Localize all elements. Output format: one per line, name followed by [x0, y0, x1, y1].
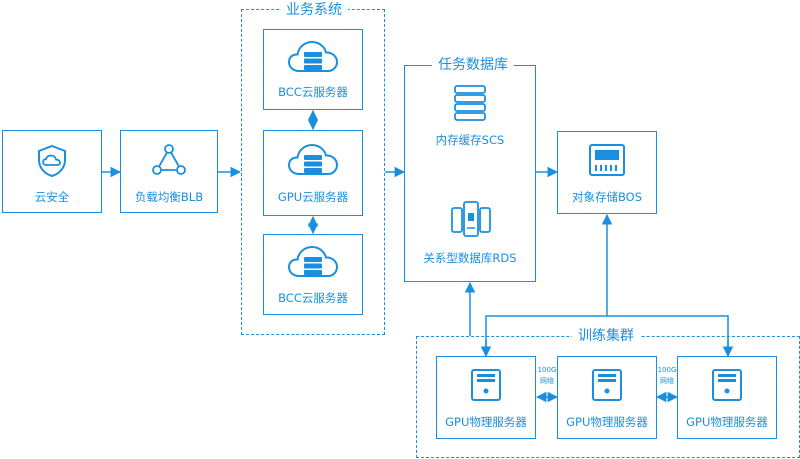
- physical-server-icon: [471, 369, 501, 401]
- cloud-server-icon: [287, 245, 339, 277]
- label-gpu-physical-2: GPU物理服务器: [566, 415, 648, 429]
- cloud-server-icon: [287, 143, 339, 175]
- label-gpu-cloud: GPU云服务器: [277, 190, 349, 204]
- group-business-label: 业务系统: [280, 2, 348, 18]
- label-load-balancer: 负载均衡BLB: [134, 190, 204, 204]
- label-gpu-physical-3: GPU物理服务器: [686, 415, 768, 429]
- node-bcc-top: BCC云服务器: [263, 29, 363, 110]
- cloud-server-icon: [287, 40, 339, 72]
- node-load-balancer: 负载均衡BLB: [120, 130, 218, 213]
- node-gpu-physical-2: GPU物理服务器: [557, 356, 657, 439]
- node-cloud-security: 云安全: [2, 130, 102, 213]
- cloud-shield-icon: [38, 144, 66, 178]
- label-bcc-bottom: BCC云服务器: [278, 291, 348, 305]
- group-taskdb-label: 任务数据库: [432, 57, 514, 73]
- network-label-2-speed: 100G: [657, 366, 677, 374]
- node-gpu-physical-1: GPU物理服务器: [436, 356, 536, 439]
- group-training-label: 训练集群: [572, 328, 640, 344]
- database-cluster-icon: [451, 201, 491, 237]
- node-gpu-cloud: GPU云服务器: [263, 130, 363, 216]
- label-gpu-physical-1: GPU物理服务器: [445, 415, 527, 429]
- label-bos: 对象存储BOS: [571, 190, 643, 204]
- physical-server-icon: [592, 369, 622, 401]
- label-cloud-security: 云安全: [34, 190, 70, 204]
- physical-server-icon: [712, 369, 742, 401]
- bus-line: [485, 315, 729, 354]
- memory-card-icon: [589, 144, 625, 176]
- server-stack-icon: [454, 85, 486, 121]
- node-gpu-physical-3: GPU物理服务器: [677, 356, 777, 439]
- network-label-1-speed: 100G: [537, 366, 557, 374]
- network-label-1-type: 网络: [540, 377, 554, 385]
- network-label-2-type: 网络: [660, 377, 674, 385]
- label-bcc-top: BCC云服务器: [278, 85, 348, 99]
- node-bcc-bottom: BCC云服务器: [263, 234, 363, 315]
- label-rds: 关系型数据库RDS: [423, 251, 517, 265]
- triangle-network-icon: [152, 144, 186, 175]
- label-cache: 内存缓存SCS: [435, 133, 505, 147]
- node-bos: 对象存储BOS: [557, 131, 657, 214]
